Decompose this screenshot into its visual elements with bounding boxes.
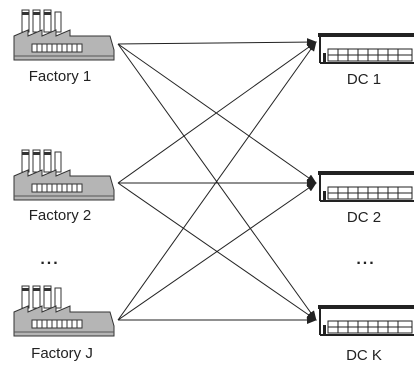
connection-lines [117, 38, 317, 324]
dc-label: DC K [346, 347, 382, 364]
dc-node-k: DC K [317, 304, 414, 364]
connection-arrow-f1-dK [117, 43, 317, 321]
connection-arrow-fJ-d1 [117, 41, 317, 321]
factory-icon [13, 9, 115, 61]
connection-arrow-f1-d1 [117, 38, 317, 47]
warehouse-icon [317, 32, 414, 64]
connection-arrow-f2-d1 [117, 41, 317, 184]
ellipsis-factories: ... [40, 251, 59, 268]
warehouse-icon [317, 304, 414, 336]
dc-node-1: DC 1 [317, 32, 414, 88]
factory-node-1: Factory 1 [13, 9, 115, 85]
dc-label: DC 2 [347, 209, 381, 226]
warehouse-icon [317, 170, 414, 202]
factory-label: Factory 2 [29, 207, 92, 224]
factory-icon [13, 285, 115, 337]
connection-arrow-f1-d2 [117, 43, 317, 184]
dc-label: DC 1 [347, 71, 381, 88]
factory-icon [13, 149, 115, 201]
factory-label: Factory J [31, 345, 93, 362]
ellipsis-dcs: ... [356, 251, 375, 268]
dc-node-2: DC 2 [317, 170, 414, 226]
factory-node-2: Factory 2 [13, 149, 115, 224]
connection-arrow-fJ-d2 [117, 182, 317, 321]
factory-node-j: Factory J [13, 285, 115, 362]
factory-label: Factory 1 [29, 68, 92, 85]
